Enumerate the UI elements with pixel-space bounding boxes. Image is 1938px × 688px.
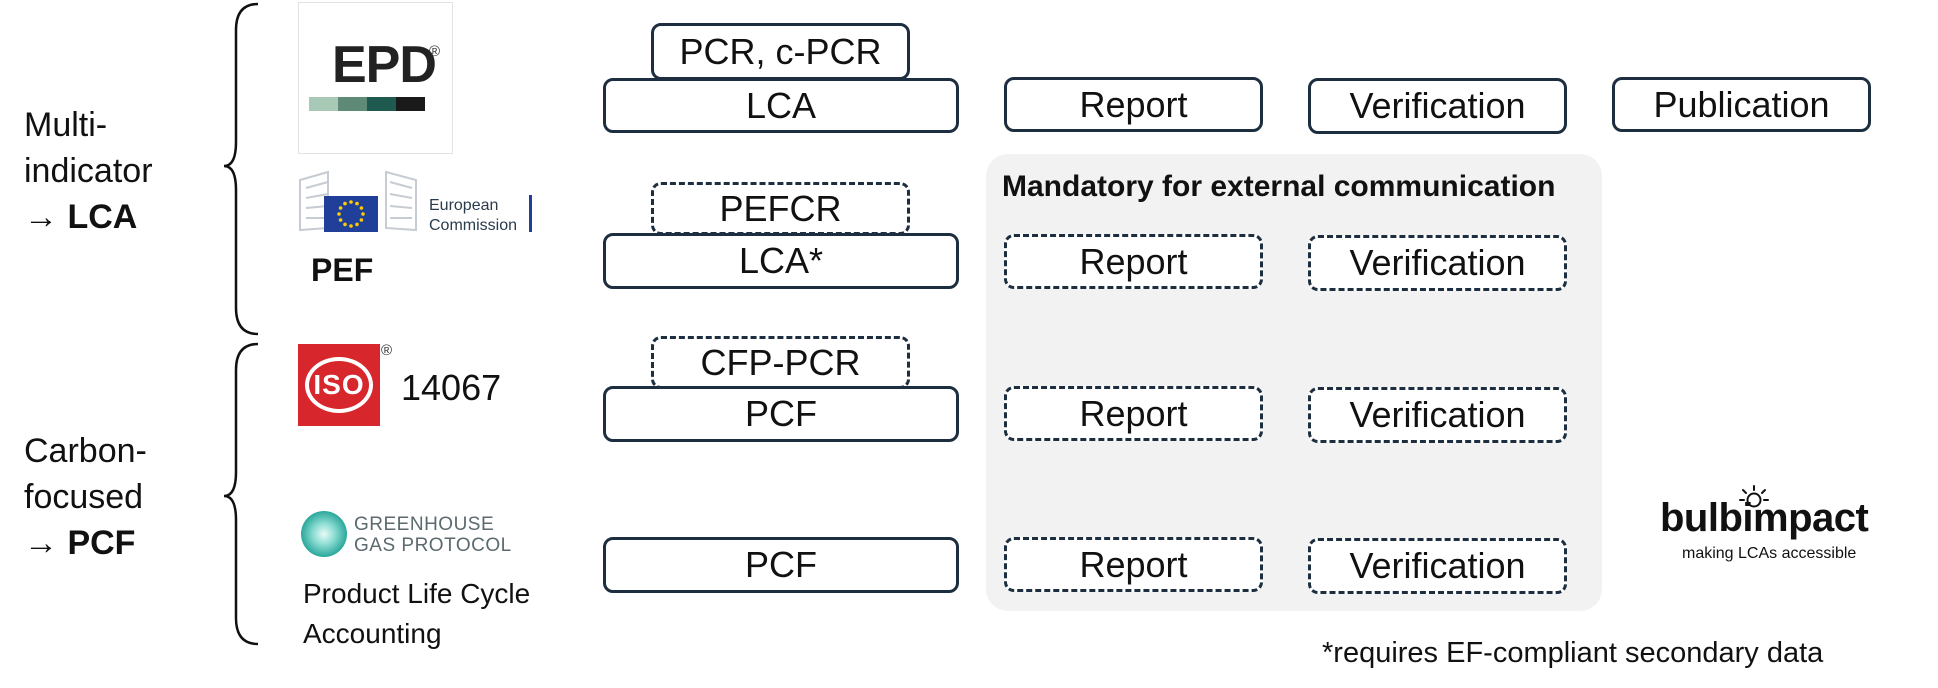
iso-logo: ISO <box>298 344 380 426</box>
pcf-box: PCF <box>603 537 959 593</box>
panel-title: Mandatory for external communication <box>1002 170 1556 203</box>
product-life-cycle-accounting-label: Product Life Cycle Accounting <box>303 574 530 654</box>
iso-standard-number: 14067 <box>401 367 502 408</box>
iso-logo-text: ISO <box>305 357 373 413</box>
pef-label: PEF <box>311 252 374 288</box>
epd-logo-text: EPD <box>332 36 437 94</box>
group-line1: Multi- <box>24 106 108 144</box>
group-short: PCF <box>67 524 136 562</box>
pcf-box: PCF <box>603 386 959 442</box>
pefcr-box: PEFCR <box>651 182 910 235</box>
lightbulb-icon <box>1739 485 1769 508</box>
lca-star-box: LCA* <box>603 233 959 289</box>
group-label-carbon-focused: Carbon- focused → PCF <box>24 428 147 566</box>
pcr-box: PCR, c-PCR <box>651 23 910 80</box>
group-line1: Carbon- <box>24 432 147 470</box>
epd-color-bar <box>309 97 425 111</box>
verification-box: Verification <box>1308 387 1567 443</box>
group-label-multi-indicator: Multi- indicator → LCA <box>24 102 153 240</box>
epd-logo: EPD ® <box>298 2 453 154</box>
lca-box: LCA <box>603 78 959 133</box>
plca-line2: Accounting <box>303 618 442 649</box>
verification-box: Verification <box>1308 235 1567 291</box>
ec-line1: European <box>429 197 499 214</box>
arrow-icon: → <box>24 198 58 236</box>
publication-box: Publication <box>1612 77 1871 132</box>
bulbimpact-logo-text: bulbimpact <box>1660 496 1869 540</box>
plca-line1: Product Life Cycle <box>303 578 531 609</box>
report-box: Report <box>1004 537 1263 592</box>
ec-divider <box>529 195 532 232</box>
ec-line2: Commission <box>429 217 518 234</box>
registered-mark: ® <box>429 43 441 60</box>
ghg-line1: GREENHOUSE <box>354 514 495 535</box>
cfp-pcr-box: CFP-PCR <box>651 336 910 389</box>
curly-brace-icon <box>223 342 259 646</box>
group-line2: indicator <box>24 152 153 190</box>
report-box: Report <box>1004 386 1263 441</box>
report-box: Report <box>1004 77 1263 132</box>
ghg-logo-text: GREENHOUSE GAS PROTOCOL <box>354 514 512 556</box>
report-box: Report <box>1004 234 1263 289</box>
bulbimpact-tagline: making LCAs accessible <box>1682 545 1857 562</box>
verification-box: Verification <box>1308 538 1567 594</box>
arrow-icon: → <box>24 524 58 562</box>
ghg-protocol-logo-icon <box>301 511 347 557</box>
ec-logo-text: European Commission <box>429 196 517 236</box>
verification-box: Verification <box>1308 78 1567 134</box>
mandatory-panel <box>986 154 1602 611</box>
group-short: LCA <box>67 198 138 236</box>
group-line2: focused <box>24 478 144 516</box>
footnote: *requires EF-compliant secondary data <box>1322 637 1824 669</box>
registered-mark: ® <box>381 342 393 359</box>
ghg-line2: GAS PROTOCOL <box>354 535 512 556</box>
curly-brace-icon <box>223 2 259 336</box>
european-commission-logo-icon <box>299 170 417 232</box>
